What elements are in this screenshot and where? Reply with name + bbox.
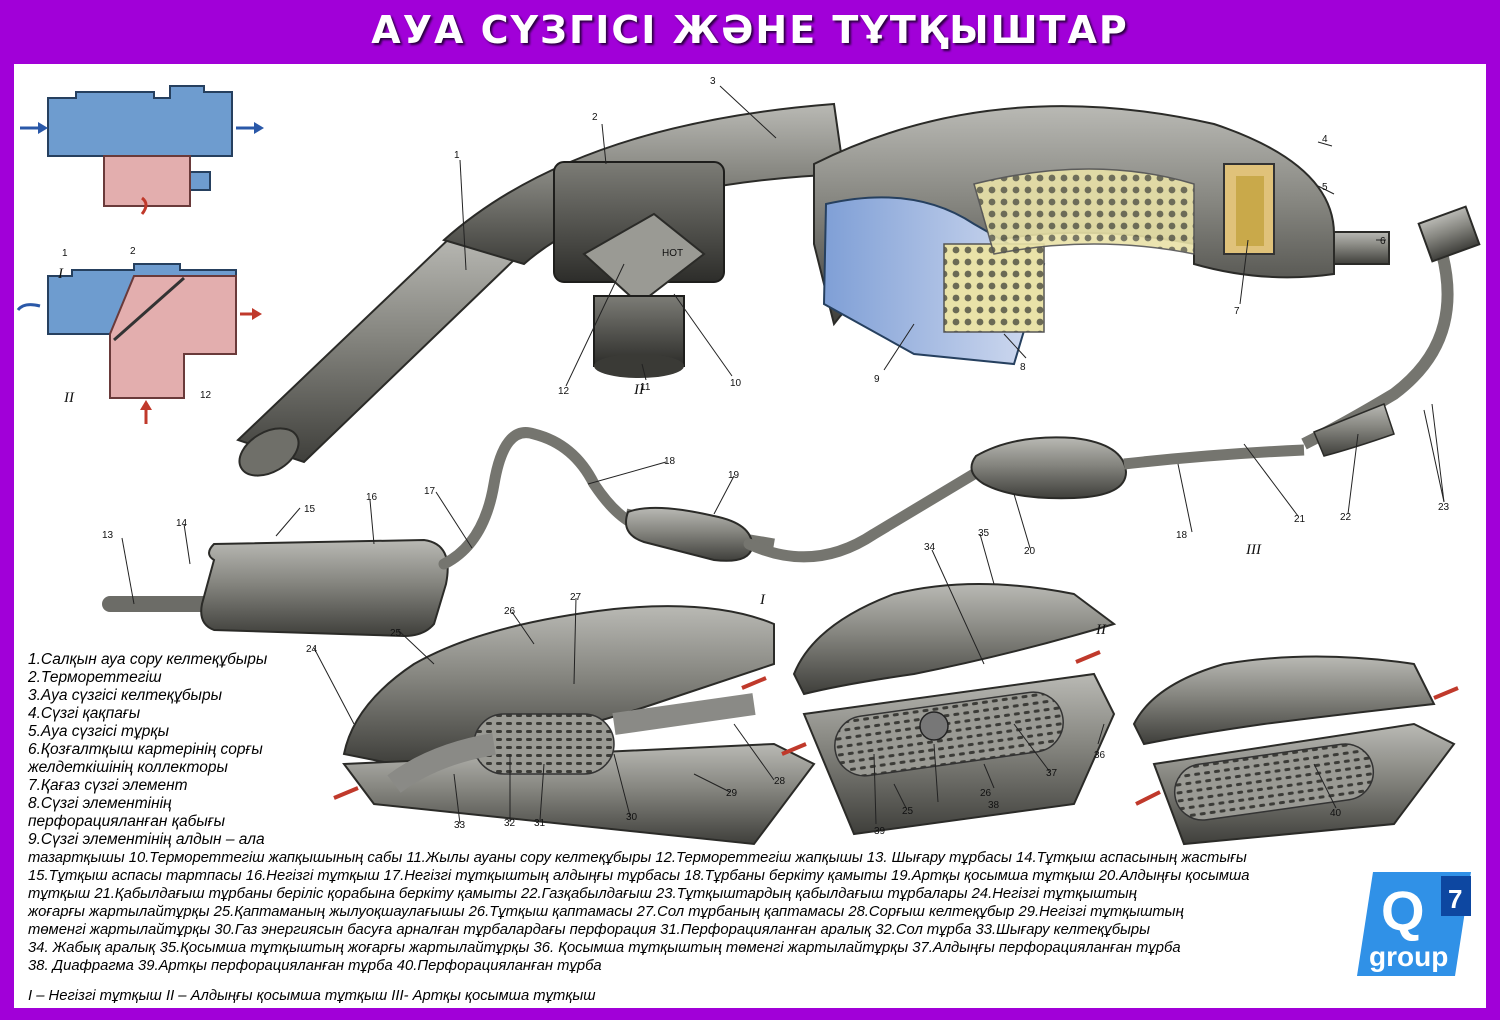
callout-5: 5 [1322,182,1328,193]
section-markers: I II III [759,542,1262,638]
callout-37: 37 [1046,768,1058,779]
callout-25b: 25 [902,806,914,817]
legend-line: 38. Диафрагма 39.Артқы перфорацияланған … [28,958,602,974]
callout-2: 2 [592,112,598,123]
hot-mark: HOT [662,248,683,259]
callout-34: 34 [924,542,936,553]
legend-line: тұтқыш 21.Қабылдағыш тұрбаны беріліс қор… [28,886,1137,902]
callout-40: 40 [1330,808,1342,819]
callout-26: 26 [504,606,516,617]
callout-24: 24 [306,644,318,655]
legend-line: 6.Қозғалтқыш картерінің сорғы [28,741,263,758]
callout-12: 12 [558,386,570,397]
legend-line: 15.Тұтқыш аспасы тартпасы 16.Негізгі тұт… [28,868,1250,884]
callout-2b: 2 [130,246,136,257]
page-title: АУА СҮЗГІСІ ЖӘНЕ ТҰТҚЫШТАР [371,8,1129,52]
callout-30: 30 [626,812,638,823]
callout-1b: 1 [62,248,68,259]
callout-13: 13 [102,530,114,541]
callout-14: 14 [176,518,188,529]
callout-4: 4 [1322,134,1328,145]
callout-25: 25 [390,628,402,639]
callout-10: 10 [730,378,742,389]
legend-line: перфорацияланған қабығы [28,813,226,830]
section-II-label: II [1095,622,1107,638]
callout-9: 9 [874,374,880,385]
callout-12b: 12 [200,390,212,401]
callout-21: 21 [1294,514,1306,525]
q7-group-logo: Q 7 group [1357,872,1471,976]
callout-28: 28 [774,776,786,787]
logo-word: group [1369,941,1448,972]
callout-15: 15 [304,504,316,515]
callout-36: 36 [1094,750,1106,761]
callout-11: 11 [640,382,651,393]
callout-38: 38 [988,800,1000,811]
logo-digit: 7 [1448,884,1462,914]
legend-line: төменгі жартылайтұрқы 30.Газ энергиясын … [28,922,1151,938]
flow-schematic-warm [16,263,262,424]
air-filter-assembly: HOT [236,102,1390,477]
callout-8: 8 [1020,362,1026,373]
legend-line: 5.Ауа сүзгісі тұрқы [28,723,170,740]
muffler-cutaway-front [792,583,1117,836]
callout-39: 39 [874,826,886,837]
callout-27: 27 [570,592,582,603]
callout-32: 32 [504,818,516,829]
callout-29: 29 [726,788,738,799]
roman-legend: I – Негізгі тұтқыш II – Алдыңғы қосымша … [28,988,596,1004]
section-I-label: I [759,592,766,608]
exhaust-line [102,205,1481,638]
muffler-cutaway-main [342,605,816,846]
legend-line: 34. Жабық аралық 35.Қосымша тұтқыштың жо… [28,940,1181,956]
flow-arrows-red [333,650,1459,806]
callout-26b: 26 [980,788,992,799]
callout-33: 33 [454,820,466,831]
filter-mark-II: II [633,382,645,398]
legend-line: 8.Сүзгі элементінің [28,795,172,812]
legend-line: 1.Салқын ауа сору келтеқұбыры [28,651,268,668]
callout-20: 20 [1024,546,1036,557]
callout-17: 17 [424,486,436,497]
callout-numbers: 1 2 3 4 5 6 7 8 9 10 11 12 13 14 15 16 1… [57,76,1450,837]
muffler-cutaway-rear [1132,655,1456,846]
callout-18: 18 [664,456,676,467]
callout-16: 16 [366,492,378,503]
legend-line: жоғарғы жартылайтұрқы 25.Қаптаманың жылу… [28,904,1184,920]
legend-line: 3.Ауа сүзгісі келтеқұбыры [28,687,222,704]
callout-19: 19 [728,470,740,481]
callout-18b: 18 [1176,530,1188,541]
legend-line: желдеткішінің коллекторы [28,759,228,776]
poster-frame: HOT [14,64,1486,1008]
legend-line: 2.Термореттегіш [28,669,162,686]
callout-22: 22 [1340,512,1352,523]
schematic-mark-II: II [63,390,75,406]
callout-23: 23 [1438,502,1450,513]
legend-line: 4.Сүзгі қақпағы [28,705,141,722]
legend-line: тазартқышы 10.Термореттегіш жапқышының с… [28,850,1247,866]
section-III-label: III [1245,542,1262,558]
logo-letter: Q [1381,879,1425,942]
callout-6: 6 [1380,236,1386,247]
callout-7: 7 [1234,306,1240,317]
diagram-artwork: HOT [16,76,1481,846]
leader-lines [121,85,1445,825]
legend-line: 9.Сүзгі элементінің алдын – ала [28,831,265,848]
legend-line: 7.Қағаз сүзгі элемент [28,777,188,794]
flow-schematic-cold [20,85,264,215]
callout-3: 3 [710,76,716,87]
callout-35: 35 [978,528,990,539]
schematic-mark-I: I [57,266,64,282]
callout-31: 31 [534,818,546,829]
callout-1: 1 [454,150,460,161]
